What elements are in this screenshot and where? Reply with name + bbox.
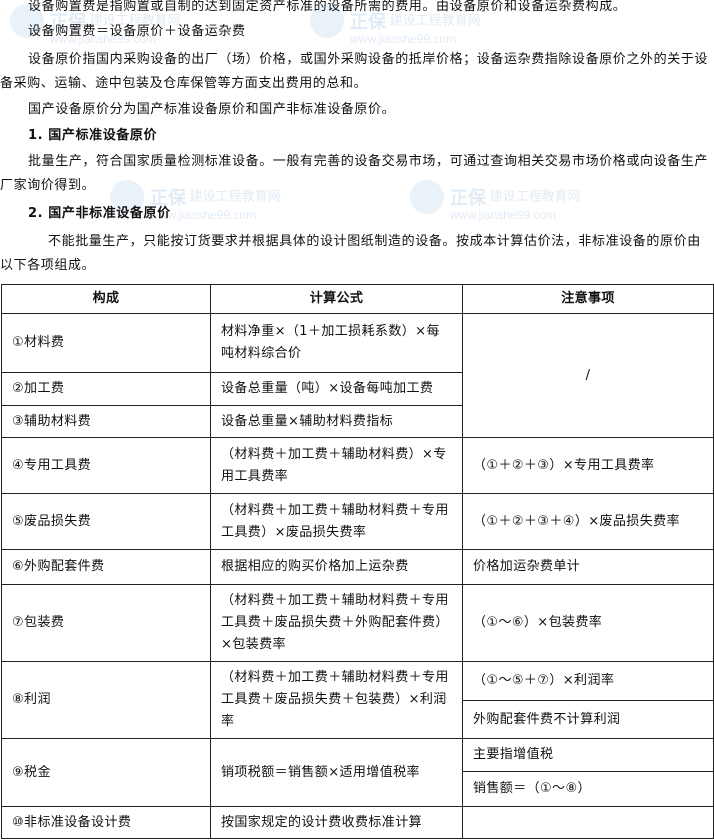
formula-cell: 设备总重量×辅助材料费指标 [210, 405, 463, 438]
section-heading: 2. 国产非标准设备原价 [28, 206, 171, 221]
formula-cell: （材料费＋加工费＋辅助材料费＋专用工具费＋废品损失费＋包装费）×利润率 [210, 661, 463, 739]
header-cell: 计算公式 [210, 284, 463, 314]
item-cell: ⑥外购配套件费 [1, 549, 211, 585]
table-row: ④专用工具费 （材料费＋加工费＋辅助材料费）×专用工具费率 （①＋②＋③）×专用… [1, 437, 714, 494]
item-cell: ⑩非标准设备设计费 [1, 806, 211, 839]
note-cell: 销售额＝（①～⑧） [462, 771, 714, 807]
formula-cell: 设备总重量（吨）×设备每吨加工费 [210, 372, 463, 406]
table-row: ⑦包装费 （材料费＋加工费＋辅助材料费＋专用工具费＋废品损失费＋外购配套件费）×… [1, 584, 714, 662]
header-cell: 注意事项 [462, 284, 714, 314]
item-cell: ①材料费 [1, 313, 211, 373]
table-row: ⑨税金 销项税额＝销售额×适用增值税率 主要指增值税 [1, 738, 714, 807]
note-cell: 价格加运杂费单计 [462, 549, 714, 585]
table-header: 构成 计算公式 注意事项 [1, 284, 714, 314]
cost-composition-table: 构成 计算公式 注意事项 ①材料费 材料净重×（1＋加工损耗系数）×每吨材料综合… [1, 284, 714, 839]
table-row: 销售额＝（①～⑧） [2, 771, 714, 807]
paragraph: 设备原价指国内采购设备的出厂（场）价格，或国外采购设备的抵岸价格；设备运杂费指除… [0, 52, 709, 91]
note-cell: / [462, 313, 714, 438]
table-row: ⑥外购配套件费 根据相应的购买价格加上运杂费 价格加运杂费单计 [1, 549, 714, 585]
formula-cell: 根据相应的购买价格加上运杂费 [210, 549, 463, 585]
table-row: ①材料费 材料净重×（1＋加工损耗系数）×每吨材料综合价 / [1, 313, 714, 438]
header-cell: 构成 [1, 284, 211, 314]
note-cell: （①～⑥）×包装费率 [462, 584, 714, 662]
item-cell: ⑤废品损失费 [1, 493, 211, 550]
formula-cell: 销项税额＝销售额×适用增值税率 [210, 738, 463, 807]
note-cell [462, 806, 714, 839]
paragraph: 设备购置费是指购置或自制的达到固定资产标准的设备所需的费用。由设备原价和设备运杂… [28, 0, 627, 14]
paragraph: 不能批量生产，只能按订货要求并根据具体的设计图纸制造的设备。按成本计算估价法，非… [0, 234, 701, 273]
formula-cell: （材料费＋加工费＋辅助材料费＋专用工具费＋废品损失费＋外购配套件费）×包装费率 [210, 584, 463, 662]
item-cell: ④专用工具费 [1, 437, 211, 494]
table-row: ⑤废品损失费 （材料费＋加工费＋辅助材料费＋专用工具费）×废品损失费率 （①＋②… [1, 493, 714, 550]
table-row: ⑩非标准设备设计费 按国家规定的设计费收费标准计算 [1, 806, 714, 839]
note-cell: （①～⑤＋⑦）×利润率 [462, 661, 714, 701]
item-cell: ⑦包装费 [1, 584, 211, 662]
formula-cell: （材料费＋加工费＋辅助材料费）×专用工具费率 [210, 437, 463, 494]
formula-cell: （材料费＋加工费＋辅助材料费＋专用工具费）×废品损失费率 [210, 493, 463, 550]
note-cell: 主要指增值税 [462, 738, 714, 772]
paragraph: 批量生产，符合国家质量检测标准设备。一般有完善的设备交易市场，可通过查询相关交易… [0, 154, 709, 193]
item-cell: ②加工费 [1, 372, 211, 406]
formula-cell: 材料净重×（1＋加工损耗系数）×每吨材料综合价 [210, 313, 463, 373]
table-row: 外购配套件费不计算利润 [2, 700, 714, 739]
note-cell: （①＋②＋③＋④）×废品损失费率 [462, 493, 714, 550]
table-row: ⑧利润 （材料费＋加工费＋辅助材料费＋专用工具费＋废品损失费＋包装费）×利润率 … [1, 661, 714, 739]
item-cell: ③辅助材料费 [1, 405, 211, 438]
formula-cell: 按国家规定的设计费收费标准计算 [210, 806, 463, 839]
paragraph: 国产设备原价分为国产标准设备原价和国产非标准设备原价。 [28, 102, 396, 117]
note-cell: （①＋②＋③）×专用工具费率 [462, 437, 714, 494]
item-cell: ⑨税金 [1, 738, 211, 807]
section-heading: 1. 国产标准设备原价 [28, 128, 158, 143]
paragraph: 设备购置费＝设备原价＋设备运杂费 [28, 24, 246, 39]
item-cell: ⑧利润 [1, 661, 211, 739]
note-cell: 外购配套件费不计算利润 [462, 700, 714, 739]
